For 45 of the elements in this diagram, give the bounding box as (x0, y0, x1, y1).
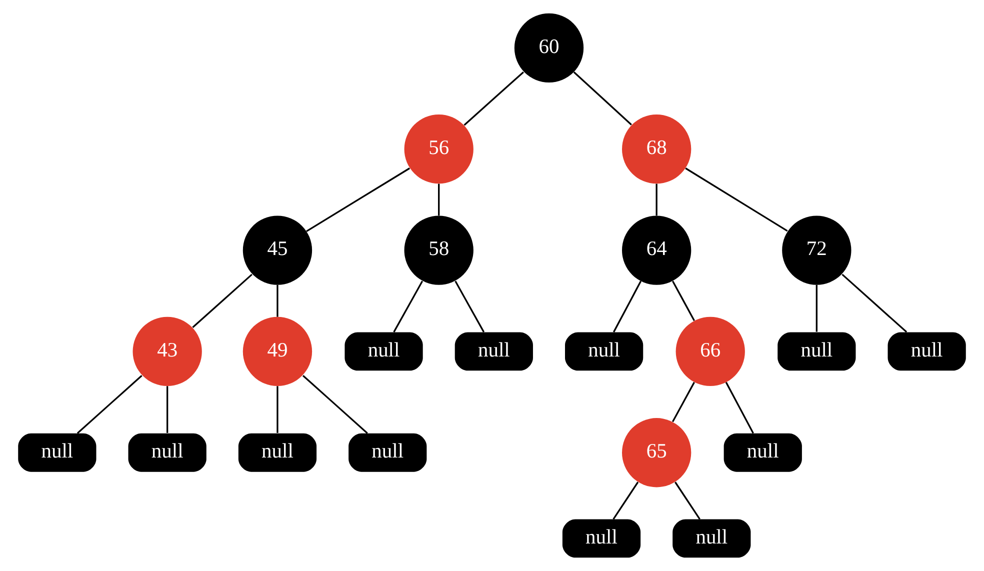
node-circle: 66 (676, 316, 745, 386)
node-box: null (778, 332, 856, 371)
connector (672, 382, 695, 422)
node-circle: 45 (242, 216, 312, 285)
node-box: null (454, 332, 533, 371)
node-box: null (562, 519, 641, 558)
connector (656, 184, 658, 216)
connector (573, 71, 632, 126)
connector (816, 284, 818, 332)
connector (438, 184, 440, 216)
node-box: null (565, 332, 644, 371)
node-box: null (724, 433, 802, 472)
node-box: null (348, 433, 427, 472)
node-box: null (238, 433, 317, 472)
node-circle: 65 (622, 418, 692, 488)
node-box: null (128, 433, 206, 472)
connector (166, 386, 168, 433)
node-box: null (18, 433, 96, 472)
connector (464, 71, 524, 126)
connector (76, 375, 142, 434)
connector (674, 482, 700, 520)
node-box: null (344, 332, 423, 371)
node-box: null (888, 332, 966, 371)
node-circle: 56 (404, 114, 474, 184)
node-circle: 43 (132, 316, 202, 386)
connector (612, 280, 642, 332)
connector (672, 280, 695, 321)
connector (725, 382, 754, 434)
connector (685, 168, 788, 232)
connector (276, 386, 278, 433)
connector (612, 482, 639, 520)
connector (192, 274, 252, 328)
connector (276, 284, 278, 317)
node-circle: 72 (782, 216, 852, 285)
connector (393, 280, 424, 332)
node-circle: 60 (514, 13, 584, 82)
connector (306, 168, 410, 232)
connector (842, 274, 908, 333)
connector (454, 280, 485, 332)
node-circle: 49 (242, 316, 312, 386)
node-circle: 64 (622, 216, 692, 285)
node-box: null (672, 519, 751, 558)
connector (302, 375, 368, 434)
node-circle: 68 (622, 114, 692, 184)
node-circle: 58 (404, 216, 474, 285)
